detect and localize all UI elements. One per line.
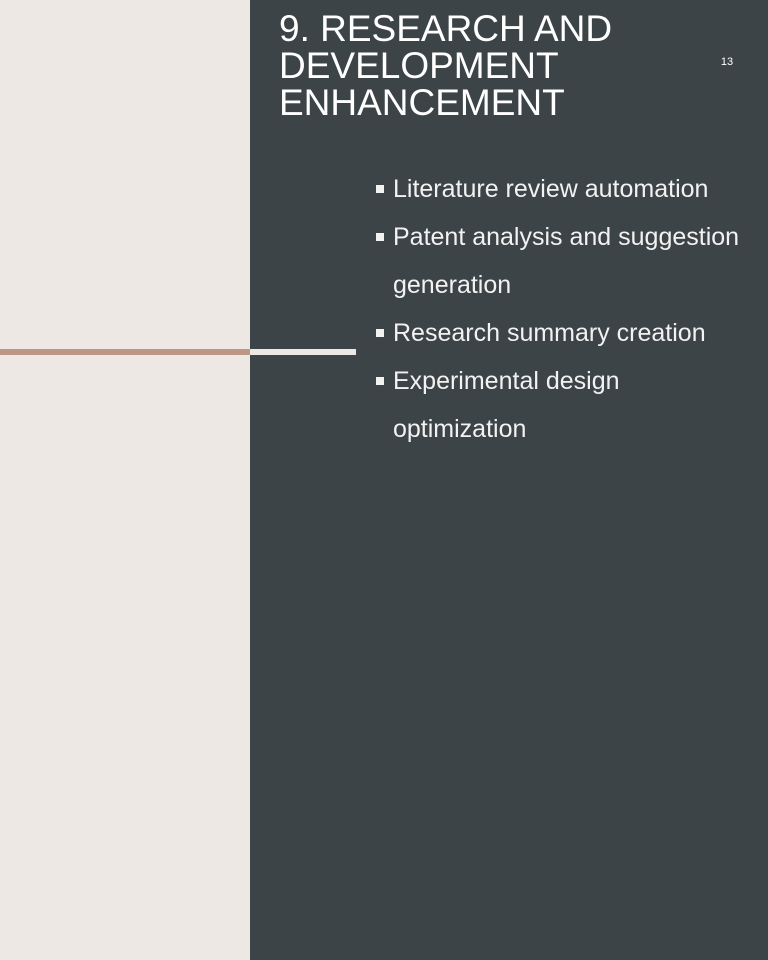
square-bullet-icon — [376, 185, 384, 193]
light-divider-line — [250, 349, 356, 355]
page-number: 13 — [720, 56, 734, 68]
bullet-text: Literature review automation — [393, 175, 709, 203]
slide-title: 9. Research and Development Enhancement — [279, 8, 613, 123]
bullet-text: Patent analysis and suggestion generatio… — [393, 223, 740, 299]
left-panel — [0, 0, 250, 960]
right-panel — [250, 0, 768, 960]
square-bullet-icon — [376, 377, 384, 385]
bullet-text: Research summary creation — [393, 319, 706, 347]
bullet-item: Literature review automation — [376, 165, 746, 213]
bullet-item: Patent analysis and suggestion generatio… — [376, 213, 746, 309]
bullet-item: Experimental design optimization — [376, 357, 746, 453]
bullet-text: Experimental design optimization — [393, 367, 620, 443]
bullet-list: Literature review automation Patent anal… — [376, 165, 746, 453]
square-bullet-icon — [376, 329, 384, 337]
bullet-item: Research summary creation — [376, 309, 746, 357]
square-bullet-icon — [376, 233, 384, 241]
accent-divider-line — [0, 349, 250, 355]
